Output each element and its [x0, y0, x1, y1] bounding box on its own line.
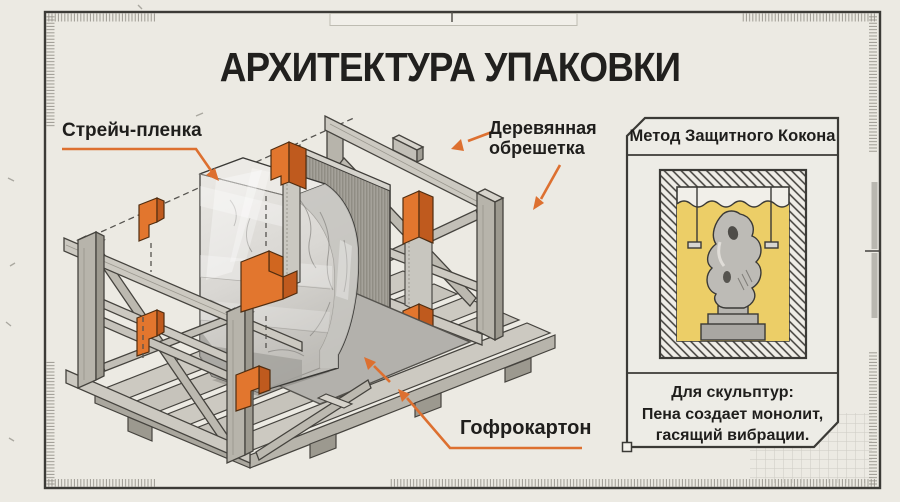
label-stretch-film-text: Стрейч-пленка [62, 120, 202, 141]
panel-handle[interactable] [621, 441, 633, 453]
panel-caption: Для скульптур: Пена создает монолит, гас… [627, 382, 838, 447]
page-title: АРХИТЕКТУРА УПАКОВКИ [219, 44, 681, 90]
crate-front-wall [63, 230, 372, 465]
arrowhead [206, 168, 219, 181]
corner-protector-flag [270, 141, 307, 190]
end-frame-right-post [476, 191, 496, 342]
suspension-wires [687, 187, 779, 249]
corner-protector-strip-top [402, 190, 434, 245]
ruler-ticks [46, 13, 877, 487]
paper-specks [5, 4, 204, 442]
corner-protector-left [138, 197, 165, 242]
arrowhead [451, 139, 464, 151]
deck-board [316, 393, 354, 409]
panel-caption-line2: Пена создает монолит, [641, 405, 824, 423]
panel-caption-line3: гасящий вибрации. [655, 427, 810, 445]
arrowhead [533, 196, 544, 210]
label-cardboard: Гофрокартон [460, 417, 591, 439]
sculpture [700, 210, 766, 341]
marble-veins [209, 199, 348, 357]
side-scrollbar[interactable] [865, 182, 881, 318]
arrow-stretch-film [62, 147, 219, 181]
label-wooden-crate-line2: обрешетка [489, 138, 585, 159]
label-wooden-crate: Деревянная обрешетка [489, 118, 597, 158]
label-cardboard-text: Гофрокартон [460, 417, 592, 439]
side-panel [621, 116, 840, 453]
corner-protector-bottom [235, 365, 271, 412]
arrow-crate-top [451, 130, 493, 151]
arrow-cardboard [364, 357, 582, 450]
panel-title: Метод Защитного Кокона [629, 127, 836, 145]
guide-dashes-front [142, 196, 267, 358]
arrow-crate-side [533, 164, 562, 210]
arrowhead-2 [364, 357, 376, 370]
corner-protector-lower-left [136, 309, 165, 357]
front-wall-bottom-rail [65, 369, 251, 464]
panel-caption-line1: Для скульптур: [671, 384, 794, 401]
marble-curved-face [291, 184, 359, 368]
front-wall-left-post [77, 230, 97, 390]
cocoon-illustration [658, 168, 808, 360]
label-wooden-crate-line1: Деревянная [489, 118, 597, 138]
top-tab [329, 13, 578, 26]
label-stretch-film: Стрейч-пленка [62, 120, 202, 141]
corner-protector-center [240, 250, 298, 313]
arrowhead [398, 389, 410, 402]
